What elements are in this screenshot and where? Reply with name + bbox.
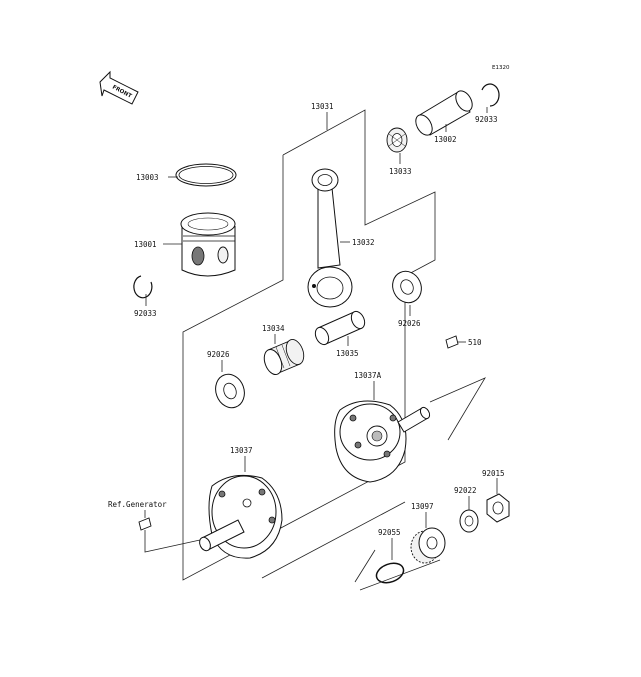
label-13034: 13034 bbox=[262, 324, 285, 333]
o-ring bbox=[375, 562, 405, 584]
crankshaft-right-half bbox=[334, 400, 431, 483]
nut bbox=[486, 493, 510, 523]
washer bbox=[459, 509, 479, 533]
diagram-code: E1320 bbox=[492, 65, 510, 71]
piston-pin bbox=[415, 90, 473, 136]
woodruff-key bbox=[445, 335, 459, 349]
crank-pin bbox=[314, 310, 366, 346]
label-13002: 13002 bbox=[434, 135, 457, 144]
label-13035: 13035 bbox=[336, 349, 359, 358]
label-ref-generator: Ref.Generator bbox=[108, 500, 167, 509]
piston-ring bbox=[175, 163, 237, 187]
label-13097: 13097 bbox=[411, 502, 434, 511]
crankshaft-left-half bbox=[199, 474, 283, 559]
label-92026-left: 92026 bbox=[207, 350, 230, 359]
label-92022: 92022 bbox=[454, 486, 477, 495]
small-end-bearing bbox=[386, 127, 408, 153]
big-end-bearing bbox=[263, 339, 305, 376]
connecting-rod bbox=[307, 168, 353, 308]
label-510: 510 bbox=[468, 338, 482, 347]
label-13031: 13031 bbox=[311, 102, 334, 111]
label-13037: 13037 bbox=[230, 446, 253, 455]
label-92033-left: 92033 bbox=[134, 309, 157, 318]
thrust-washer-left bbox=[215, 373, 245, 409]
label-13033: 13033 bbox=[389, 167, 412, 176]
piston-pin-clip-right bbox=[481, 83, 500, 107]
label-13001: 13001 bbox=[134, 240, 157, 249]
piston-pin-clip-left bbox=[133, 275, 153, 299]
piston bbox=[180, 212, 236, 277]
primary-gear bbox=[410, 527, 446, 564]
generator-key bbox=[138, 517, 152, 531]
label-92015: 92015 bbox=[482, 469, 505, 478]
label-92026-right: 92026 bbox=[398, 319, 421, 328]
label-13037A: 13037A bbox=[354, 371, 382, 380]
label-92033-top: 92033 bbox=[475, 115, 498, 124]
label-92055: 92055 bbox=[378, 528, 401, 537]
label-13032: 13032 bbox=[352, 238, 375, 247]
thrust-washer-right bbox=[392, 270, 422, 304]
label-13003: 13003 bbox=[136, 173, 159, 182]
front-arrow-icon: FRONT bbox=[99, 70, 139, 105]
